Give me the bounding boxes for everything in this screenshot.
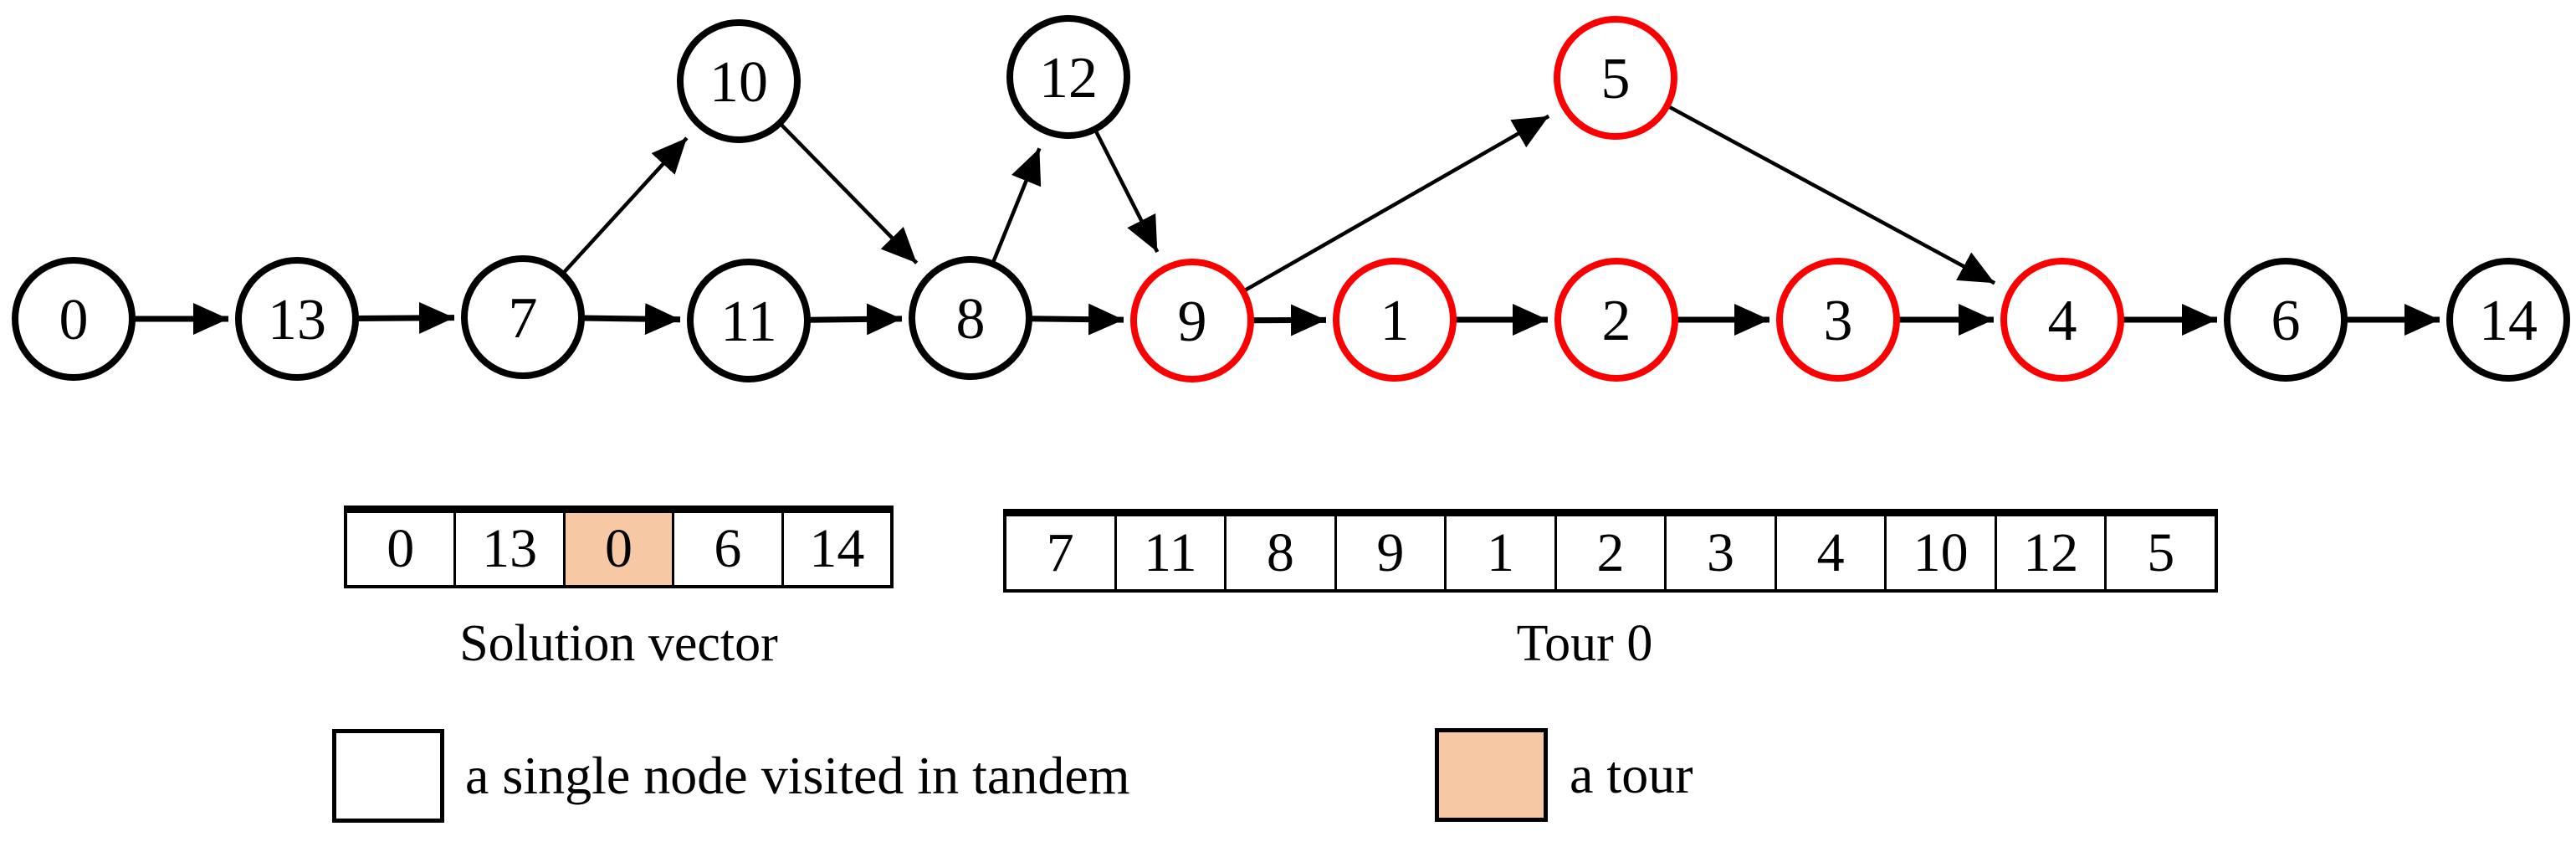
- graph-edge-8-9: [1028, 303, 1124, 336]
- tour-0-caption: Tour 0: [1516, 615, 1653, 672]
- graph-node-11: 11: [687, 259, 811, 382]
- node-circle: [461, 255, 585, 379]
- graph-node-7: 7: [461, 255, 585, 379]
- node-label: 1: [1380, 289, 1410, 353]
- graph-node-12: 12: [1006, 15, 1130, 139]
- graph-node-5: 5: [1554, 16, 1677, 140]
- node-label: 11: [720, 290, 776, 354]
- graph-node-9: 9: [1130, 259, 1254, 382]
- graph-node-3: 3: [1776, 258, 1900, 382]
- tour-node-circle: [1776, 258, 1900, 382]
- graph-edge-13-7: [355, 301, 455, 334]
- node-label: 14: [2479, 289, 2538, 353]
- tour-0-cell-10: 5: [2147, 521, 2175, 583]
- node-circle: [677, 19, 801, 143]
- graph-edge-5-4: [1666, 104, 1996, 285]
- tour-0-cell-7: 4: [1777, 516, 1887, 589]
- graph-edge-7-11: [581, 303, 681, 336]
- legend-swatch-tour: [1435, 728, 1548, 822]
- node-label: 7: [509, 286, 538, 351]
- graph-node-1: 1: [1333, 258, 1457, 382]
- legend-label-single-node: a single node visited in tandem: [465, 746, 1130, 805]
- tour-node-circle: [1554, 16, 1677, 140]
- graph-node-14: 14: [2446, 258, 2570, 382]
- tour-node-circle: [2000, 258, 2124, 382]
- solution-vector-caption: Solution vector: [459, 615, 778, 672]
- node-label: 3: [1824, 289, 1853, 353]
- node-label: 8: [956, 287, 986, 352]
- graph-edge-10-8: [778, 121, 919, 264]
- tour-0-cell-5: 2: [1557, 516, 1667, 589]
- graph-edge-12-9: [1093, 128, 1160, 254]
- graph-node-2: 2: [1554, 258, 1678, 382]
- graph-node-13: 13: [235, 257, 359, 381]
- solution-vector-cell-0: 0: [347, 513, 457, 585]
- node-circle: [235, 257, 359, 381]
- node-circle: [2446, 258, 2570, 382]
- node-label: 4: [2048, 289, 2077, 353]
- graph-edge-7-10: [561, 136, 689, 275]
- node-circle: [909, 256, 1032, 380]
- legend-swatch-single-node: [332, 729, 444, 823]
- graph-node-0: 0: [12, 257, 136, 381]
- tour-0-cell-4: 1: [1447, 516, 1557, 589]
- tour-0-cell-0: 7: [1006, 516, 1117, 589]
- legend-label-tour: a tour: [1570, 745, 1693, 804]
- node-label: 0: [59, 288, 89, 352]
- graph-node-6: 6: [2224, 258, 2348, 382]
- tour-node-circle: [1333, 258, 1457, 382]
- node-circle: [12, 257, 136, 381]
- solution-vector-cell-3: 6: [674, 513, 784, 585]
- graph-edge-8-12: [991, 147, 1042, 264]
- node-circle: [687, 259, 811, 382]
- tour-0-cell-1: 11: [1117, 516, 1227, 589]
- tour-0-cell-9: 12: [1997, 516, 2107, 589]
- node-label: 12: [1039, 46, 1098, 110]
- solution-vector-cell-4: 14: [809, 518, 865, 579]
- tour-0-cell-3: 9: [1337, 516, 1447, 589]
- graph-node-4: 4: [2000, 258, 2124, 382]
- solution-vector-cell-2: 0: [565, 513, 675, 585]
- tour-node-circle: [1554, 258, 1678, 382]
- graph-node-8: 8: [909, 256, 1032, 380]
- tour-0-cell-8: 10: [1887, 516, 1997, 589]
- tour-0-cell-2: 8: [1227, 516, 1337, 589]
- node-circle: [2224, 258, 2348, 382]
- node-circle: [1006, 15, 1130, 139]
- node-label: 2: [1602, 289, 1631, 353]
- node-label: 6: [2271, 289, 2301, 353]
- node-label: 13: [268, 288, 326, 352]
- node-label: 10: [709, 50, 768, 115]
- tour-node-circle: [1130, 259, 1254, 382]
- graph-edge-11-8: [807, 303, 903, 336]
- graph-edge-9-5: [1242, 114, 1550, 294]
- graph-node-10: 10: [677, 19, 801, 143]
- node-label: 9: [1178, 290, 1207, 354]
- node-label: 5: [1601, 47, 1631, 111]
- solution-vector-cell-1: 13: [456, 513, 566, 585]
- tour-0-cell-6: 3: [1667, 516, 1777, 589]
